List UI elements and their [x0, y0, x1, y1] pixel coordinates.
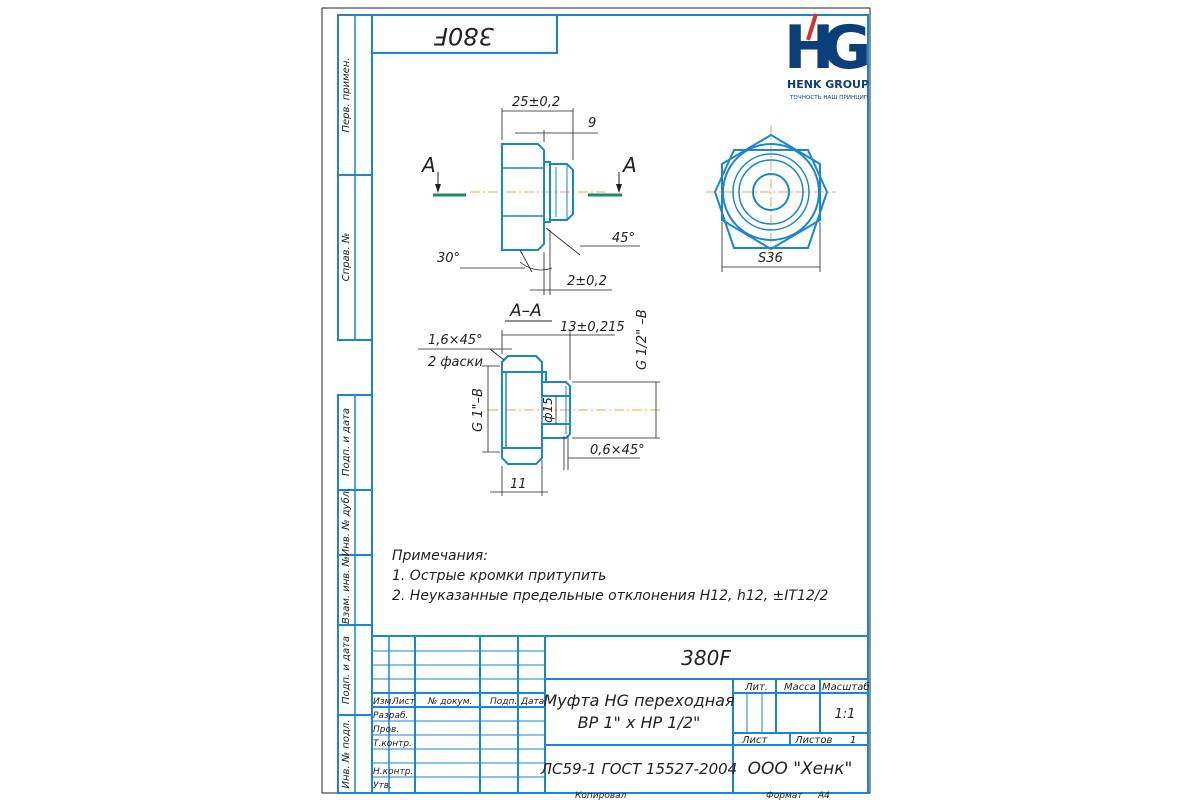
scale-value: 1:1 — [835, 707, 856, 722]
row-tkontr: Т.контр. — [373, 739, 412, 749]
row-prov: Пров. — [373, 725, 399, 735]
chamfer-1-6: 1,6×45° — [428, 333, 483, 348]
side-label-inv-podl: Инв. № подл. — [341, 720, 352, 789]
side-label-podp-data-1: Подп. и дата — [341, 408, 352, 476]
part-name-line-2: ВР 1" х НР 1/2" — [578, 713, 701, 732]
row-razrab: Разраб. — [373, 711, 408, 721]
dim-9: 9 — [588, 116, 596, 131]
col-docum: № докум. — [427, 697, 472, 707]
dim-25: 25±0,2 — [512, 95, 560, 110]
diam-15: ф15 — [541, 397, 555, 423]
logo-name: HENK GROUP — [787, 78, 869, 91]
title-designation: 380F — [681, 646, 731, 670]
format-value: А4 — [817, 791, 830, 800]
notes-line-1: 1. Острые кромки притупить — [392, 568, 606, 584]
notes-title: Примечания: — [392, 548, 488, 564]
sheets-value: 1 — [850, 735, 856, 746]
format-label: Формат — [766, 791, 803, 800]
chamfer-0-6: 0,6×45° — [590, 443, 645, 458]
side-label-sprav-no: Справ. № — [341, 233, 352, 282]
angle-45: 45° — [612, 231, 635, 246]
dim-s36: S36 — [758, 251, 783, 266]
front-view: A A 25±0,2 9 45° 30° 2±0,2 — [420, 95, 640, 295]
row-utv: Утв. — [373, 781, 392, 791]
dim-2: 2±0,2 — [567, 274, 607, 289]
chamfers-2: 2 фаски — [428, 355, 483, 370]
col-sheet: Лист — [741, 735, 769, 746]
section-label-a-right: A — [621, 153, 637, 177]
section-label-a-left: A — [420, 153, 436, 177]
title-block: 380F Изм. Лист № докум. Подп. Дата Разра… — [371, 635, 870, 800]
col-list: Лист — [391, 697, 416, 707]
col-masshtab: Масштаб — [822, 681, 870, 693]
col-izm: Изм. — [373, 697, 394, 707]
col-podp: Подп. — [490, 697, 517, 707]
material: ЛС59-1 ГОСТ 15527-2004 — [540, 760, 737, 778]
company-name: ООО "Хенк" — [748, 759, 853, 779]
side-label-vzam-inv: Взам. инв. № — [341, 556, 352, 624]
row-nkontr: Н.контр. — [373, 767, 413, 777]
kopiroval: Копировал — [575, 791, 627, 800]
side-label-perv-primen: Перв. примен. — [341, 57, 352, 132]
notes-line-2: 2. Неуказанные предельные отклонения H12… — [392, 588, 828, 604]
henk-group-logo: H G HENK GROUP ТОЧНОСТЬ НАШ ПРИНЦИП — [784, 13, 871, 101]
logo-mark-g: G — [822, 13, 871, 83]
logo-mark-h: H — [784, 13, 834, 83]
notes-block: Примечания: 1. Острые кромки притупить 2… — [392, 548, 828, 604]
thread-g-one: G 1"–B — [471, 388, 486, 432]
side-label-podp-data-2: Подп. и дата — [341, 636, 352, 704]
section-title: А–А — [509, 301, 542, 321]
sheet-inner-frame — [371, 14, 869, 794]
left-side-column: Перв. примен. Справ. № Подп. и дата Инв.… — [337, 14, 373, 794]
col-data: Дата — [520, 697, 544, 707]
side-label-inv-dubl: Инв. № дубл. — [340, 488, 352, 556]
angle-30: 30° — [437, 251, 460, 266]
logo-slogan: ТОЧНОСТЬ НАШ ПРИНЦИП — [789, 95, 868, 101]
part-name-line-1: Муфта HG переходная — [543, 691, 735, 710]
side-view-hex: S36 — [706, 125, 836, 272]
dim-13: 13±0,215 — [560, 320, 625, 335]
dim-11: 11 — [510, 477, 527, 492]
thread-g-half: G 1/2" –B — [635, 309, 650, 370]
col-massa: Масса — [784, 682, 816, 693]
col-lit: Лит. — [744, 682, 768, 693]
top-stamp-text: 380F — [433, 22, 494, 50]
section-a-a: А–А 1,6×45° 2 фаски 13±0,215 G 1/2" –B — [418, 301, 660, 496]
col-sheets: Листов — [794, 735, 832, 746]
